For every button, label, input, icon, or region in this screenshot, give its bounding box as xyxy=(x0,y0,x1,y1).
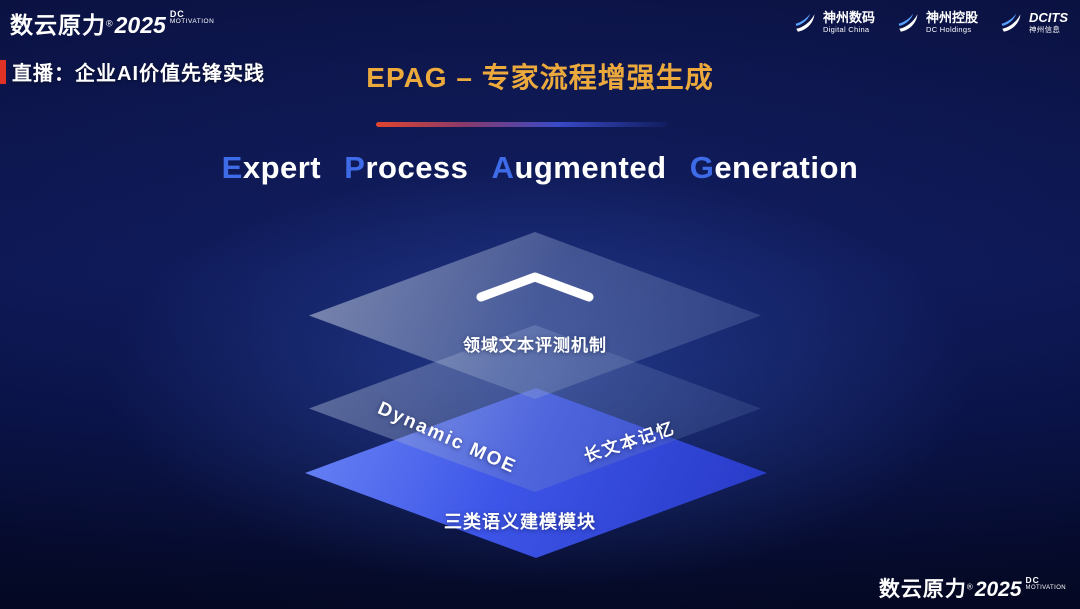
partner-text: DCITS 神州信息 xyxy=(1029,10,1068,35)
page-title: EPAG – 专家流程增强生成 xyxy=(366,62,714,93)
live-label-text: 直播：企业AI价值先锋实践 xyxy=(12,63,265,85)
partner-dc-holdings: 神州控股 DC Holdings xyxy=(895,10,978,36)
footer-brand-logo: 数云原力®2025 DC MOTIVATION xyxy=(879,573,1066,603)
swoosh-star-icon xyxy=(795,13,815,32)
heading-word: Expert xyxy=(221,150,322,185)
layer-label-evaluation: 领域文本评测机制 xyxy=(463,336,607,355)
footer-brand-subtext: DC MOTIVATION xyxy=(1025,575,1066,591)
brand-text: 数云原力®2025 xyxy=(10,12,166,38)
layer-top-evaluation xyxy=(309,232,761,399)
registered-mark: ® xyxy=(966,582,973,592)
swoosh-star-icon xyxy=(1001,13,1021,32)
heading-word: Process xyxy=(344,150,469,185)
heading-word: Generation xyxy=(689,150,859,185)
swoosh-star-icon xyxy=(898,13,918,32)
partner-text: 神州数码 Digital China xyxy=(822,10,875,35)
chevron-up-icon xyxy=(476,272,594,302)
registered-mark: ® xyxy=(106,18,113,29)
partner-text: 神州控股 DC Holdings xyxy=(925,10,978,35)
brand-subtext: DC MOTIVATION xyxy=(169,9,215,26)
footer-brand-text: 数云原力®2025 xyxy=(878,578,1022,601)
main-heading: Expert Process Augmented Generation xyxy=(0,150,1080,186)
partner-digital-china: 神州数码 Digital China xyxy=(792,10,875,36)
partner-dcits: DCITS 神州信息 xyxy=(998,10,1068,36)
live-label: 直播：企业AI价值先锋实践 xyxy=(0,57,265,86)
red-accent-bar xyxy=(0,59,6,84)
heading-word: Augmented xyxy=(491,150,667,185)
gradient-divider xyxy=(376,122,668,127)
brand-logo: 数云原力®2025 DC MOTIVATION xyxy=(10,6,214,40)
layer-label-semantic-modules: 三类语义建模模块 xyxy=(444,512,596,532)
partner-logos: 神州数码 Digital China 神州控股 DC Holdings DCIT… xyxy=(792,10,1068,36)
